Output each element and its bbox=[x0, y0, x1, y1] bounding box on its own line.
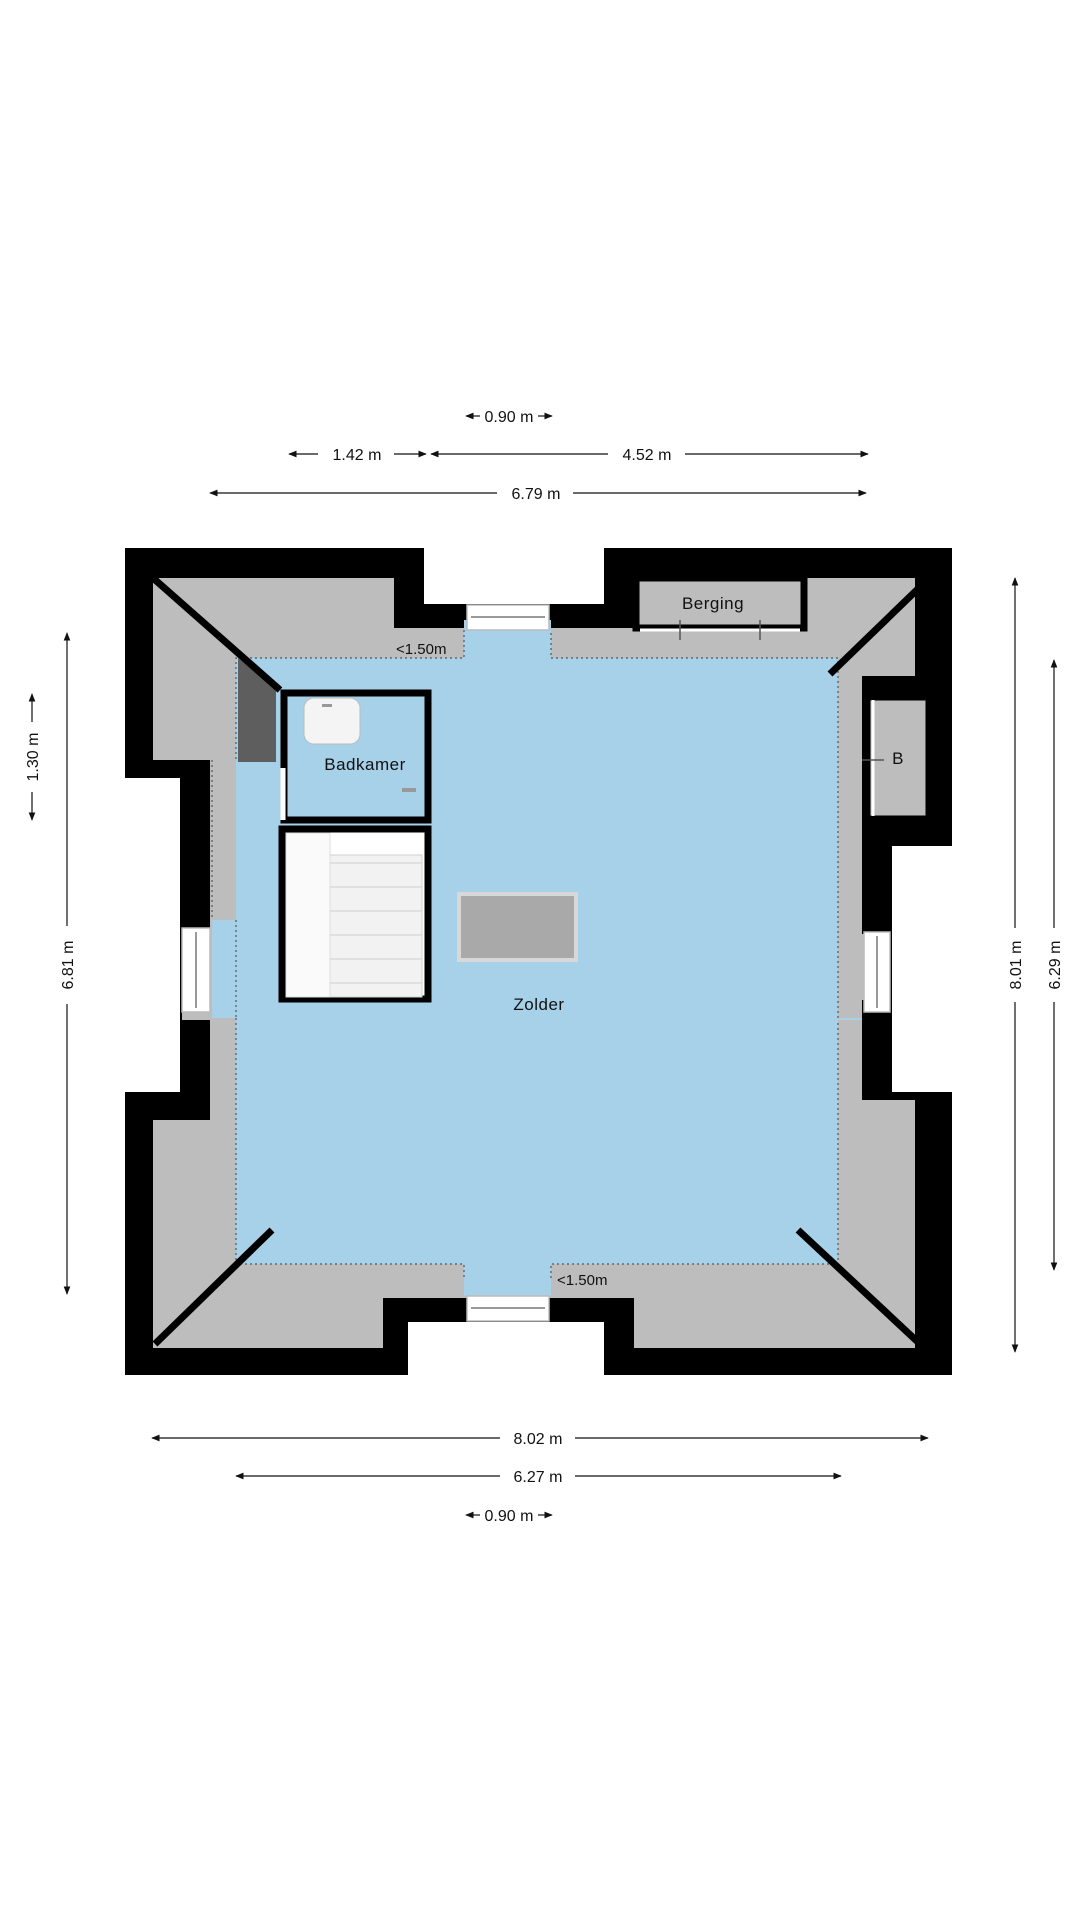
room-label-badkamer: Badkamer bbox=[324, 755, 405, 774]
roof-line-bottom-left bbox=[152, 1227, 275, 1347]
dim-left-small: 1.30 m bbox=[25, 733, 42, 782]
low-height-note-bottom: <1.50m bbox=[557, 1272, 607, 1289]
toilet-tank-icon bbox=[322, 704, 332, 707]
roof-line-top-right bbox=[827, 582, 925, 677]
zolder-floor-left-strip bbox=[212, 920, 236, 1018]
room-label-zolder: Zolder bbox=[513, 995, 564, 1014]
low-height-note-top: <1.50m bbox=[396, 641, 446, 658]
void-shaft bbox=[238, 658, 276, 762]
dim-bottom-inner: 6.27 m bbox=[514, 1469, 563, 1486]
roof-line-top-left bbox=[150, 575, 283, 693]
room-label-berging: Berging bbox=[682, 594, 744, 613]
toilet-icon bbox=[303, 697, 361, 745]
dim-bottom-window: 0.90 m bbox=[485, 1508, 534, 1525]
room-label-b: B bbox=[892, 749, 904, 768]
dim-top-total: 6.79 m bbox=[512, 486, 561, 503]
dim-right-inner: 6.29 m bbox=[1047, 941, 1064, 990]
berging-room bbox=[632, 574, 808, 632]
dim-top-right-segment: 4.52 m bbox=[623, 447, 672, 464]
stairs-icon bbox=[329, 854, 423, 998]
shower-tap-icon bbox=[402, 788, 416, 792]
stair-landing bbox=[285, 832, 331, 998]
dim-left-total: 6.81 m bbox=[60, 941, 77, 990]
low-ceiling-boundary bbox=[211, 630, 839, 1278]
dim-top-left-segment: 1.42 m bbox=[333, 447, 382, 464]
dim-right-total: 8.01 m bbox=[1008, 941, 1025, 990]
dim-bottom-total: 8.02 m bbox=[514, 1431, 563, 1448]
b-room bbox=[863, 693, 933, 823]
dim-top-window: 0.90 m bbox=[485, 409, 534, 426]
rooflight bbox=[457, 892, 578, 962]
roof-line-bottom-right bbox=[795, 1227, 923, 1347]
